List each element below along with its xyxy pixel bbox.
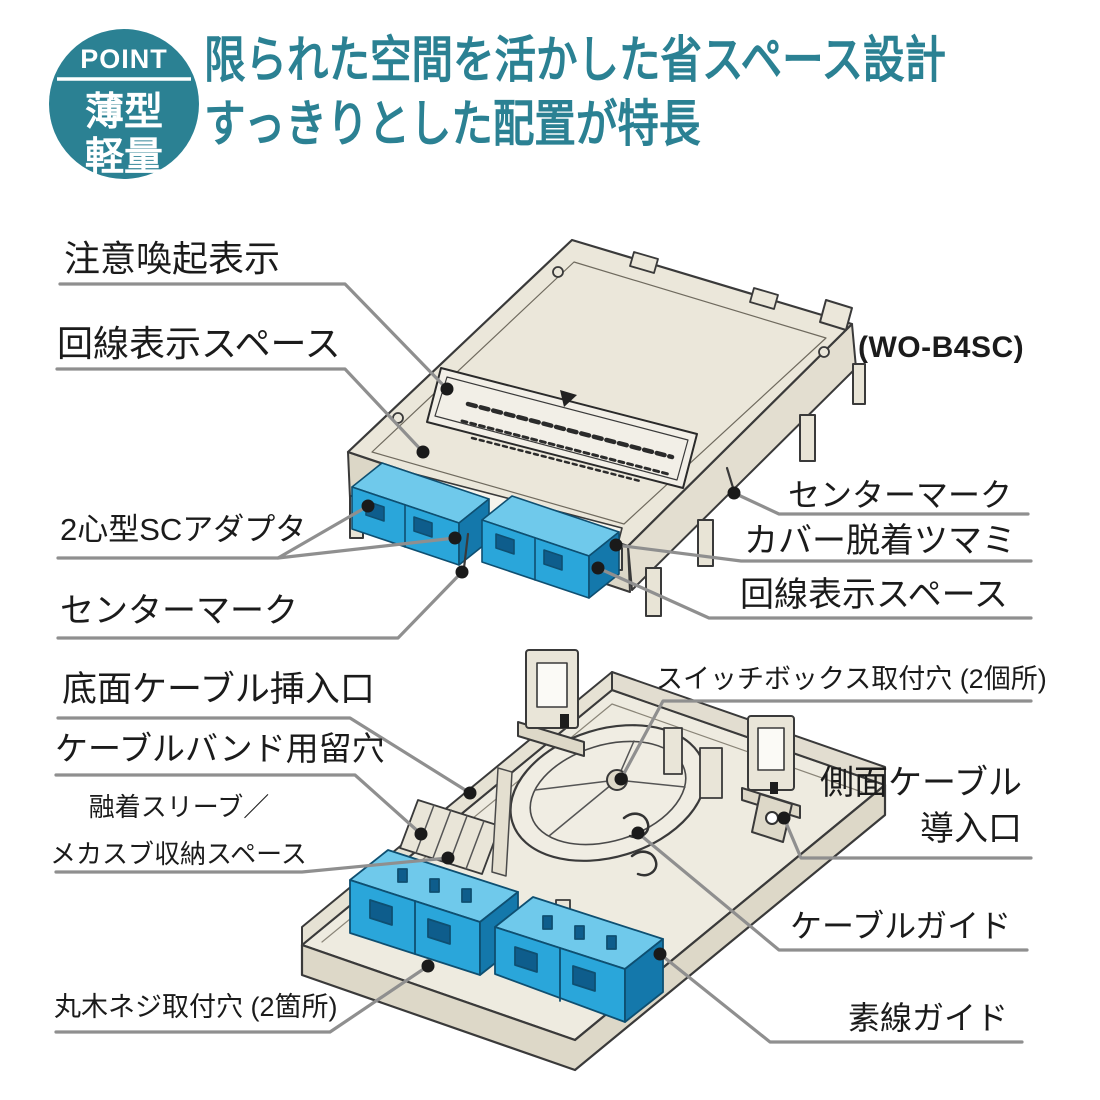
page-heading: 限られた空間を活かした省スペース設計 すっきりとした配置が特長 [204, 28, 1098, 156]
dot-line-space-left [416, 445, 430, 459]
dot-caution [440, 382, 454, 396]
leader-sc-adapter-branch [276, 536, 457, 560]
leader-cable-guide [636, 831, 1029, 952]
badge-line2: 軽量 [85, 136, 163, 179]
badge-point-text: POINT [80, 44, 168, 74]
leader-center-mark-right [732, 491, 1030, 516]
open-box-illustration [300, 649, 887, 1072]
cable-guide-hook [630, 850, 658, 877]
callout-switch-box-holes: スイッチボックス取付穴 (2個所) [656, 664, 1047, 694]
callout-line-display-space-right: 回線表示スペース [740, 576, 1008, 614]
callout-center-mark-left: センターマーク [60, 592, 298, 630]
dot-switch-box [614, 772, 628, 786]
leader-line-space-right [596, 566, 1033, 620]
heading-line2: すっきりとした配置が特長 [204, 96, 701, 152]
callout-splice-storage-line1: 融着スリーブ／ [88, 792, 270, 822]
warning-label-plate [426, 367, 698, 489]
label-text-scribble [465, 401, 675, 460]
heading-line1: 限られた空間を活かした省スペース設計 [204, 32, 947, 88]
warning-triangle-icon [560, 390, 577, 407]
leader-caution [58, 282, 449, 391]
dot-line-space-right [591, 561, 605, 575]
dot-wood-screw [421, 959, 435, 973]
leader-cover-knob [614, 543, 1033, 563]
tray-spoke [548, 779, 618, 837]
callout-wood-screw-holes: 丸木ネジ取付穴 (2箇所) [54, 992, 338, 1022]
dot-center-mark-left [455, 565, 469, 579]
cover-clip [749, 287, 779, 310]
screw [552, 266, 564, 278]
callout-cover-knob: カバー脱着ツマミ [744, 522, 1016, 560]
switch-box-bracket-1 [517, 649, 585, 757]
leader-cable-band [54, 773, 423, 836]
leader-strand-guide [658, 952, 1024, 1044]
callout-sc-adapter: 2心型SCアダプタ [60, 512, 307, 547]
center-mark-tick [462, 532, 470, 570]
callout-cable-band-hole: ケーブルバンド用留穴 [55, 730, 385, 767]
box-tab [852, 363, 866, 405]
leader-center-mark-left [56, 570, 464, 640]
label-text-scribble [460, 419, 670, 476]
leader-line-space-left [55, 367, 425, 454]
corner-step [819, 299, 853, 331]
dot-cable-guide [631, 826, 645, 840]
badge-line1: 薄型 [85, 91, 163, 134]
callout-side-cable-entry: 側面ケーブル 導入口 [700, 760, 1022, 852]
callout-splice-storage-line2: メカスブ収納スペース [50, 839, 307, 869]
model-label: (WO-B4SC) [858, 331, 1025, 364]
callout-cable-guide: ケーブルガイド [790, 908, 1012, 944]
callout-strand-guide: 素線ガイド [848, 1000, 1009, 1036]
splice-holder-comb [399, 799, 501, 875]
dot-cable-band [414, 827, 428, 841]
box-tab [799, 414, 816, 462]
box-foot [697, 519, 714, 567]
dot-center-mark-right [727, 486, 741, 500]
leader-switch-box [619, 699, 1033, 781]
guide-post [699, 747, 723, 799]
side-cable-entry-shape [751, 793, 793, 843]
guide-post [663, 727, 683, 775]
leader-bottom-cable [56, 716, 472, 795]
sc-adapters-open [349, 849, 664, 1023]
tray-spoke [616, 779, 686, 788]
dot-side-cable [777, 811, 791, 825]
dot-sc-adapter-2 [448, 531, 462, 545]
leader-wood-screw [54, 964, 430, 1034]
leader-side-cable [782, 816, 1033, 860]
dot-strand-guide [653, 947, 667, 961]
label-text-scribble [470, 436, 642, 483]
point-badge: POINT 薄型 軽量 [49, 29, 199, 179]
dot-bottom-cable [463, 786, 477, 800]
partition-wall [491, 767, 513, 877]
tray-spoke [534, 779, 618, 791]
callout-line-display-space-left: 回線表示スペース [57, 323, 341, 364]
leader-dots [361, 382, 791, 973]
dot-cover-knob [609, 538, 623, 552]
leader-splice [54, 856, 450, 874]
dot-sc-adapter-1 [361, 499, 375, 513]
side-cable-line1: 側面ケーブル [820, 764, 1022, 802]
cover-clip [629, 251, 659, 274]
callout-bottom-cable-entry: 底面ケーブル挿入口 [62, 670, 375, 709]
cover-inner-line [371, 261, 827, 525]
front-wall-band [300, 783, 887, 1072]
screw [818, 346, 830, 358]
callout-caution-label: 注意喚起表示 [64, 238, 281, 279]
badge-circle [49, 29, 199, 179]
callout-center-mark-right: センターマーク [788, 477, 1013, 513]
side-cable-line2: 導入口 [920, 810, 1022, 848]
leader-lines [54, 282, 1033, 1044]
dot-splice [441, 851, 455, 865]
